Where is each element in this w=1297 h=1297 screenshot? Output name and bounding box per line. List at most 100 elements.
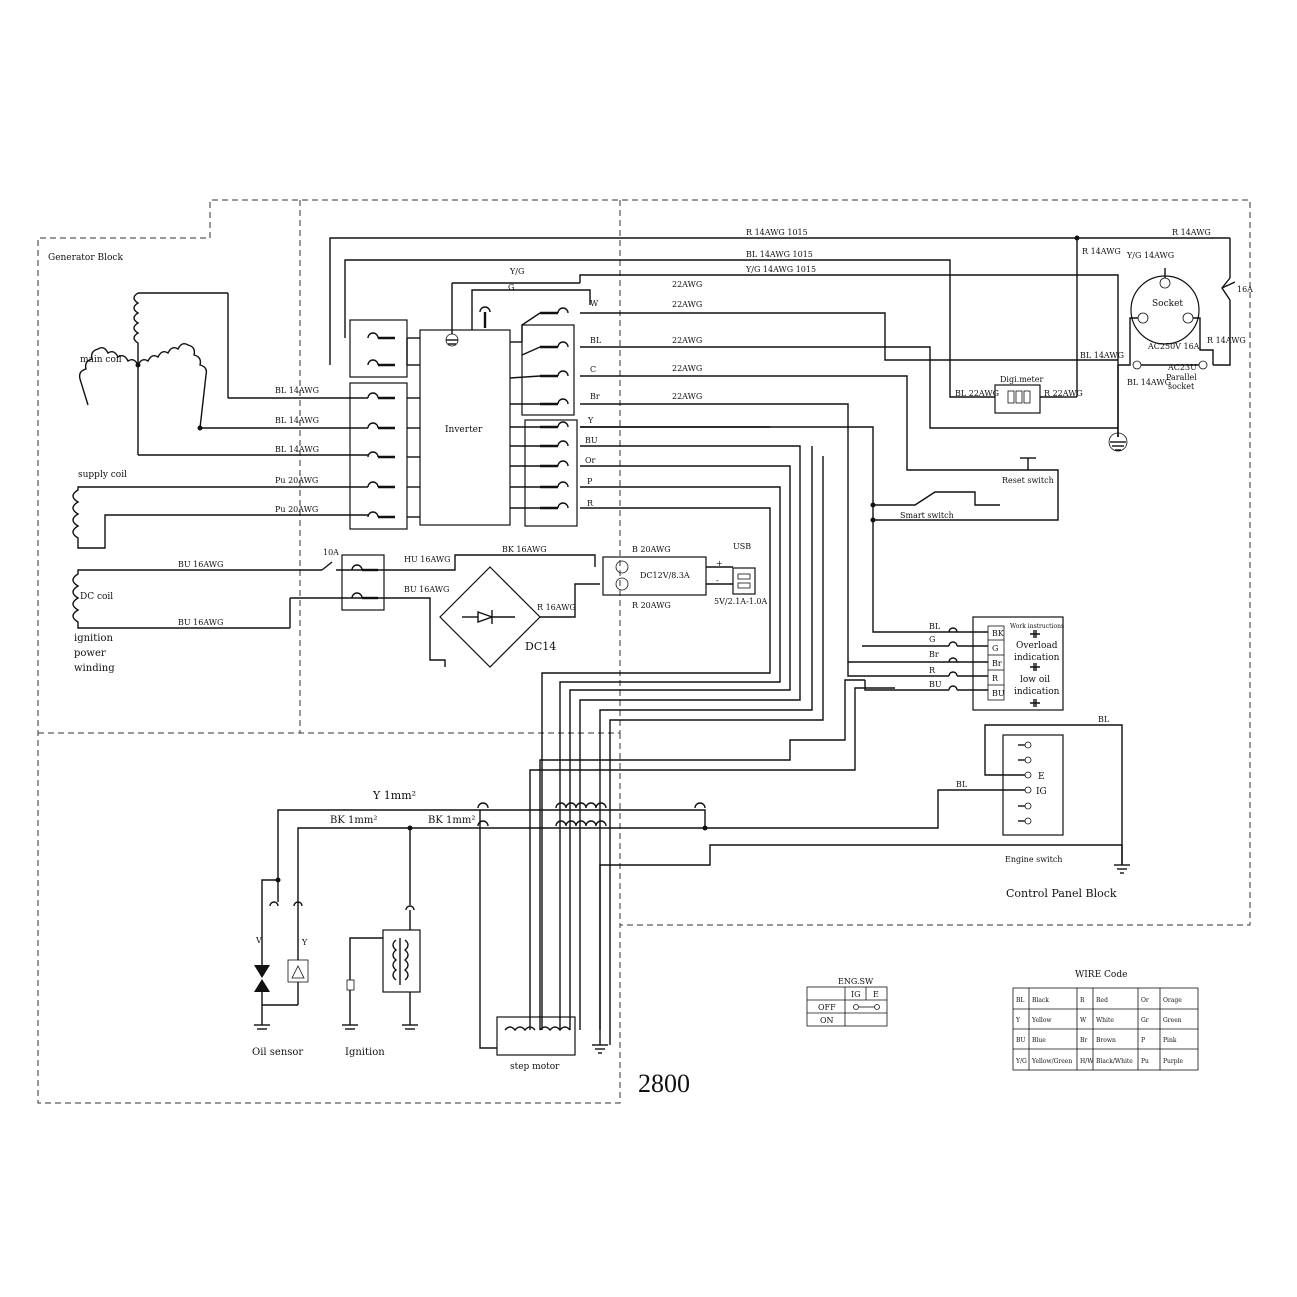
gauge-22awg-3: 22AWG (672, 336, 702, 345)
wire-code-cell: Purple (1163, 1058, 1184, 1065)
supply-coil-label: supply coil (78, 470, 127, 480)
dc-coil-label: DC coil (80, 592, 113, 602)
inverter-output-wires (580, 312, 1118, 663)
control-panel-block-label: Control Panel Block (1006, 887, 1117, 900)
wire-code-cell: Blue (1032, 1037, 1046, 1044)
model-number: 2800 (638, 1069, 690, 1098)
ignition-winding-label-1: ignition (74, 633, 113, 644)
indicator-panel (847, 616, 1064, 711)
dc-coil-icon (72, 569, 368, 629)
lowoil-label-2: indication (1014, 687, 1060, 697)
wire-label-bk-1mm: BK 1mm² (330, 815, 377, 826)
wire-label-bl-2: BL 14AWG (275, 416, 319, 425)
eng-sw-title: ENG.SW (838, 977, 874, 986)
code-w: W (590, 299, 599, 308)
usb-plus: + (716, 559, 723, 568)
eng-sw-col-ig: IG (851, 990, 861, 999)
wire-code-cell: Or (1141, 997, 1149, 1004)
wire-label-bl-14awg-low: BL 14AWG (1127, 378, 1171, 387)
engine-ig-label: IG (1036, 787, 1047, 797)
wire-code-cell: Green (1163, 1017, 1182, 1024)
inverter-right-terminals (509, 307, 569, 510)
indicator-wire-br: Br (929, 650, 939, 659)
indicator-code-bu: BU (992, 689, 1005, 698)
ignition-coil-icon (342, 905, 421, 1030)
supply-coil-icon (72, 486, 368, 549)
dc-output-icon (602, 556, 707, 596)
wire-label-bl-1: BL 14AWG (275, 386, 319, 395)
wire-code-cell: Black (1032, 997, 1049, 1004)
top-wires (329, 235, 1231, 437)
wire-code-cell: W (1080, 1017, 1087, 1024)
ignition-winding-label-2: power (74, 648, 106, 659)
digimeter-right: R 22AWG (1044, 389, 1083, 398)
wire-label-pu-1: Pu 20AWG (275, 476, 318, 485)
indicator-code-bk: BK (992, 629, 1005, 638)
wire-label-r-14awg-right: R 14AWG (1172, 228, 1211, 237)
oil-sensor-v-label: V (255, 936, 262, 945)
eng-sw-row-on: ON (820, 1016, 834, 1025)
gauge-22awg-5: 22AWG (672, 392, 702, 401)
inverter-label: Inverter (445, 425, 483, 435)
socket-label: Socket (1152, 299, 1183, 309)
ignition-winding-label-3: winding (74, 663, 115, 674)
indicator-code-g: G (992, 644, 998, 653)
eng-sw-table (806, 986, 888, 1027)
engine-e-label: E (1038, 772, 1045, 782)
overload-label-1: Overload (1016, 641, 1058, 651)
led-icons (1030, 630, 1040, 707)
main-coil-icon (78, 292, 368, 456)
wire-code-cell: Pink (1163, 1037, 1177, 1044)
code-bl: BL (590, 336, 602, 345)
dc-output-label: DC12V/8.3A (640, 571, 690, 580)
wire-code-cell: Br (1080, 1037, 1087, 1044)
wire-label-bk-16awg: BK 16AWG (502, 545, 547, 554)
dc-b-20awg: B 20AWG (632, 545, 671, 554)
wire-label-bl-right: BL (1098, 715, 1110, 724)
step-motor-icon (479, 810, 576, 1056)
ground-icon-motor (592, 1044, 608, 1054)
step-motor-wires (529, 426, 895, 1045)
usb-minus: - (716, 576, 719, 585)
wire-code-cell: H/W (1080, 1058, 1094, 1065)
indicator-wire-bu: BU (929, 680, 942, 689)
usb-label: USB (733, 542, 751, 551)
code-c: C (590, 365, 596, 374)
eng-sw-col-e: E (873, 990, 879, 999)
wire-label-bu-16awg-2: BU 16AWG (178, 618, 223, 627)
wire-code-cell: Pu (1141, 1058, 1149, 1065)
wire-code-cell: BU (1016, 1037, 1025, 1044)
parallel-label-1: AC23U (1167, 363, 1197, 372)
wire-code-cell: Brown (1096, 1037, 1116, 1044)
wire-label-bl-1015: BL 14AWG 1015 (746, 250, 813, 259)
wire-label-bu-16awg-3: BU 16AWG (404, 585, 449, 594)
code-r: R (587, 499, 594, 508)
block-outlines (37, 199, 1251, 1104)
wire-label-r-14awg-mid: R 14AWG (1082, 247, 1121, 256)
lower-bus-wires (277, 802, 708, 905)
digimeter-label: Digi.meter (1000, 375, 1043, 384)
wire-code-cell: R (1080, 997, 1085, 1004)
wire-code-cell: Gr (1141, 1017, 1149, 1024)
fuse-10a-icon (321, 561, 368, 571)
oil-sensor-icon (254, 877, 309, 1030)
connector-block-right-top (521, 324, 575, 416)
wire-label-y-1mm: Y 1mm² (372, 789, 416, 802)
eng-sw-row-off: OFF (818, 1003, 836, 1012)
gauge-22awg-1: 22AWG (672, 280, 702, 289)
breaker-label: 16A (1237, 285, 1253, 294)
wire-label-yg-14awg: Y/G 14AWG (1126, 251, 1174, 260)
usb-icon (706, 566, 756, 595)
wire-label-bl-mid: BL (956, 780, 968, 789)
dc-r-20awg: R 20AWG (632, 601, 671, 610)
wire-code-title: WIRE Code (1075, 970, 1127, 980)
wire-code-cell: BL (1016, 997, 1024, 1004)
overload-label-2: indication (1014, 653, 1060, 663)
wire-label-yg-inner: Y/G (509, 267, 524, 276)
connector-block-top (349, 319, 408, 378)
indicator-code-br: Br (992, 659, 1002, 668)
code-or: Or (585, 456, 596, 465)
engine-switch-icon (599, 724, 1123, 1045)
wire-code-cell: Y (1015, 1017, 1021, 1024)
